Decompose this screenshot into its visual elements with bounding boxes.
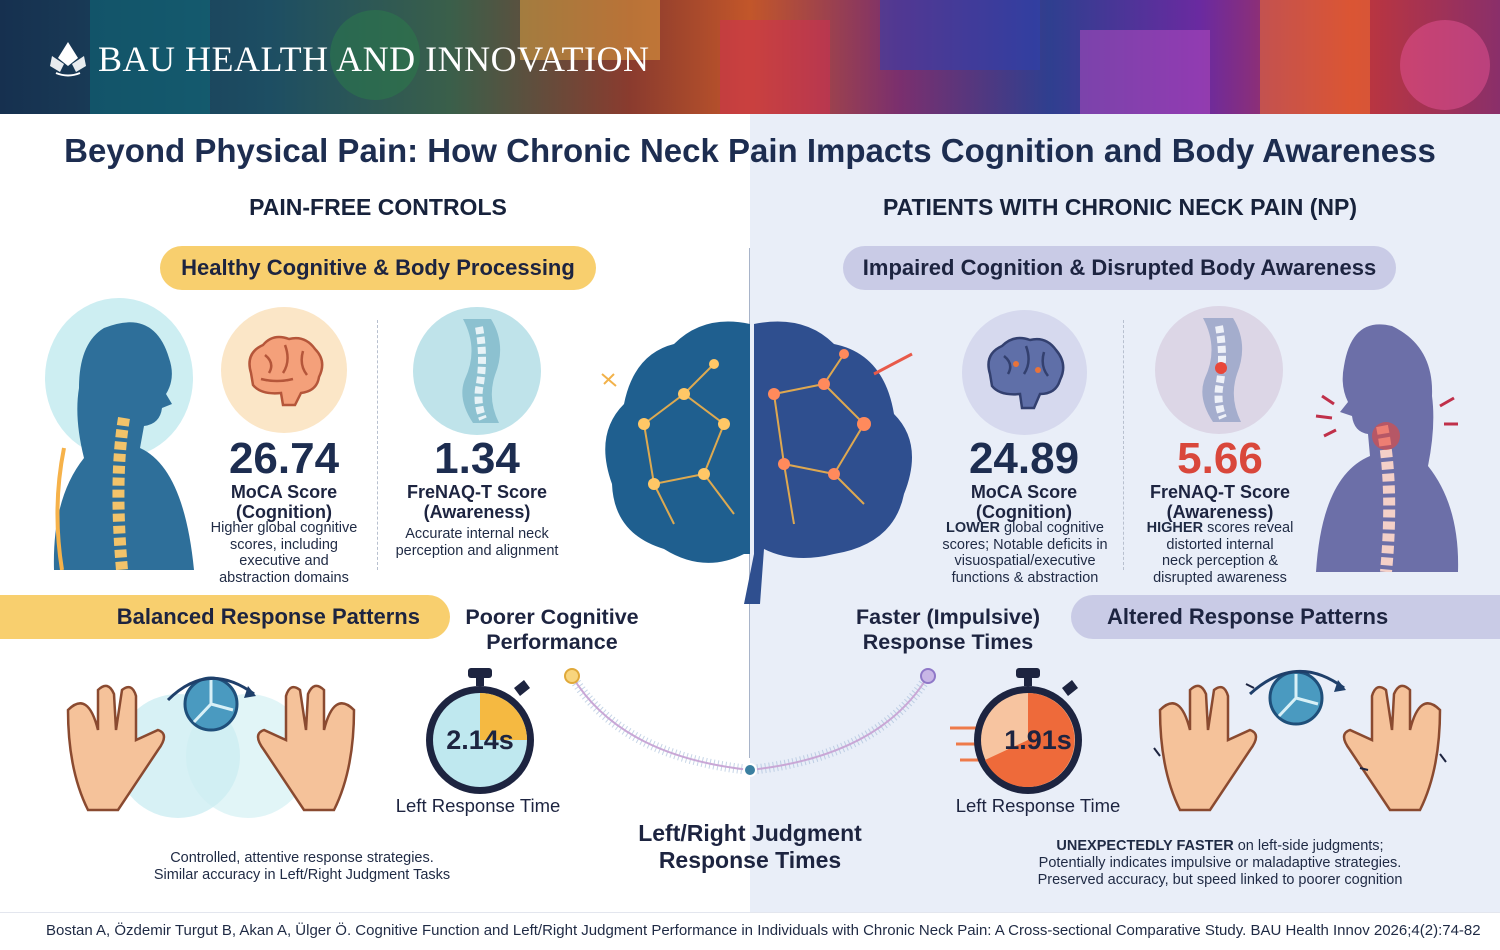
healthy-processing-pill: Healthy Cognitive & Body Processing	[160, 246, 596, 290]
desc-line: visuospatial/executive	[954, 553, 1096, 569]
lotus-logo-icon	[50, 42, 86, 77]
moca-np-label-1: MoCA Score	[970, 482, 1078, 502]
frenaq-np-badge	[1155, 306, 1283, 434]
left-timer-value: 2.14s	[446, 724, 514, 755]
banner-art-block	[1400, 20, 1490, 110]
faster-response-callout: Faster (Impulsive) Response Times	[838, 605, 1058, 655]
desc-line: scores, including	[230, 536, 338, 553]
fast-stopwatch-icon	[950, 668, 1082, 794]
note-line: Potentially indicates impulsive or malad…	[1038, 855, 1402, 871]
banner-art-block	[520, 0, 660, 60]
page-title: Beyond Physical Pain: How Chronic Neck P…	[64, 132, 1436, 169]
banner-art-block	[720, 20, 830, 114]
banner-art-block	[330, 10, 420, 100]
moca-healthy-label-2: (Cognition)	[236, 502, 332, 522]
judgment-label-line: Response Times	[658, 847, 842, 873]
healthy-hands-icon	[66, 676, 356, 818]
desc-line: distorted internal	[1166, 536, 1274, 553]
banner-art-block	[1260, 0, 1370, 114]
desc-line: functions & abstraction	[951, 569, 1099, 586]
patients-heading: PATIENTS WITH CHRONIC NECK PAIN (NP)	[882, 194, 1358, 220]
judgment-response-label: Left/Right Judgment Response Times	[610, 820, 890, 874]
header-banner: BAU HEALTH AND INNOVATION	[0, 0, 1500, 114]
frenaq-np-label-1: FreNAQ-T Score	[1149, 482, 1291, 502]
banner-art-block	[90, 0, 210, 114]
balanced-response-pill: Balanced Response Patterns	[0, 595, 450, 639]
desc-line: abstraction domains	[219, 569, 349, 586]
frenaq-np-score: 5.66 FreNAQ-T Score (Awareness)	[1140, 434, 1300, 523]
banner-art-block	[1080, 30, 1210, 114]
impaired-brain-icon	[987, 336, 1065, 410]
separator	[377, 320, 378, 570]
moca-np-score: 24.89 MoCA Score (Cognition)	[944, 434, 1104, 523]
moca-healthy-value: 26.74	[228, 434, 340, 483]
callout-line: Performance	[486, 630, 618, 654]
callout-line: Response Times	[862, 630, 1034, 654]
moca-np-value: 24.89	[968, 434, 1080, 483]
note-line: UNEXPECTEDLY FASTER on left-side judgmen…	[1000, 838, 1440, 855]
moca-np-badge	[962, 310, 1087, 435]
moca-healthy-score: 26.74 MoCA Score (Cognition)	[204, 434, 364, 523]
healthy-neck-figure-icon	[45, 298, 194, 570]
desc-text: global cognitive	[999, 520, 1104, 536]
banner-art-block	[880, 0, 1040, 70]
moca-np-description: LOWER global cognitive scores; Notable d…	[930, 520, 1120, 586]
painful-neck-icon	[1202, 318, 1243, 422]
healthy-response-note: Controlled, attentive response strategie…	[112, 850, 492, 884]
frenaq-healthy-badge	[413, 307, 541, 435]
split-brain-icon	[601, 321, 913, 604]
controls-heading: PAIN-FREE CONTROLS	[249, 194, 507, 220]
right-response-time-label: Left Response Time	[955, 795, 1121, 816]
frenaq-healthy-value: 1.34	[434, 434, 520, 483]
neck-spine-icon	[462, 319, 501, 423]
callout-line: Faster (Impulsive)	[856, 605, 1040, 629]
desc-line: Higher global cognitive	[210, 520, 358, 536]
impaired-processing-pill: Impaired Cognition & Disrupted Body Awar…	[843, 246, 1396, 290]
altered-response-pill: Altered Response Patterns	[1071, 595, 1500, 639]
note-line: Preserved accuracy, but speed linked to …	[1037, 872, 1403, 888]
note-emphasis: UNEXPECTEDLY FASTER	[1056, 838, 1234, 854]
note-line: Similar accuracy in Left/Right Judgment …	[153, 867, 451, 883]
brand-logo: BAU HEALTH AND INNOVATION	[48, 38, 650, 80]
frenaq-healthy-label-2: (Awareness)	[423, 502, 531, 522]
desc-emphasis: HIGHER	[1146, 520, 1204, 536]
altered-hands-icon	[1153, 669, 1447, 812]
note-line: Controlled, attentive response strategie…	[170, 850, 434, 866]
desc-line: LOWER global cognitive	[930, 520, 1120, 537]
np-response-note: UNEXPECTEDLY FASTER on left-side judgmen…	[1000, 838, 1440, 889]
desc-line: Accurate internal neck	[405, 526, 549, 542]
desc-text: scores reveal	[1203, 520, 1294, 536]
left-response-time-label: Left Response Time	[395, 795, 561, 816]
response-curve-connector	[564, 668, 936, 777]
moca-healthy-description: Higher global cognitive scores, includin…	[194, 520, 374, 586]
stopwatch-icon	[426, 668, 534, 794]
separator	[1123, 320, 1124, 570]
desc-emphasis: LOWER	[946, 520, 1000, 536]
note-text: on left-side judgments;	[1233, 838, 1384, 854]
moca-healthy-label-1: MoCA Score	[230, 482, 338, 502]
frenaq-np-value: 5.66	[1177, 434, 1263, 483]
citation-footer: Bostan A, Özdemir Turgut B, Akan A, Ülge…	[0, 912, 1500, 950]
brand-name: BAU HEALTH AND INNOVATION	[98, 39, 650, 79]
frenaq-healthy-score: 1.34 FreNAQ-T Score (Awareness)	[397, 434, 557, 523]
frenaq-healthy-label-1: FreNAQ-T Score	[406, 482, 548, 502]
moca-healthy-badge	[221, 307, 347, 433]
judgment-label-line: Left/Right Judgment	[638, 820, 862, 846]
callout-line: Poorer Cognitive	[465, 605, 639, 629]
frenaq-healthy-description: Accurate internal neck perception and al…	[382, 526, 572, 559]
painful-neck-figure-icon	[1315, 324, 1459, 572]
citation-text: Bostan A, Özdemir Turgut B, Akan A, Ülge…	[46, 922, 1481, 939]
poorer-cognitive-callout: Poorer Cognitive Performance	[452, 605, 652, 655]
desc-line: scores; Notable deficits in	[942, 536, 1108, 553]
frenaq-np-label-2: (Awareness)	[1166, 502, 1274, 522]
desc-line: neck perception &	[1161, 553, 1279, 569]
desc-line: HIGHER scores reveal	[1125, 520, 1315, 537]
right-timer-value: 1.91s	[1004, 724, 1072, 755]
moca-np-label-2: (Cognition)	[976, 502, 1072, 522]
healthy-brain-icon	[248, 335, 324, 407]
desc-line: executive and	[239, 553, 329, 569]
desc-line: disrupted awareness	[1153, 569, 1287, 586]
frenaq-np-description: HIGHER scores reveal distorted internal …	[1125, 520, 1315, 586]
desc-line: perception and alignment	[395, 542, 559, 559]
